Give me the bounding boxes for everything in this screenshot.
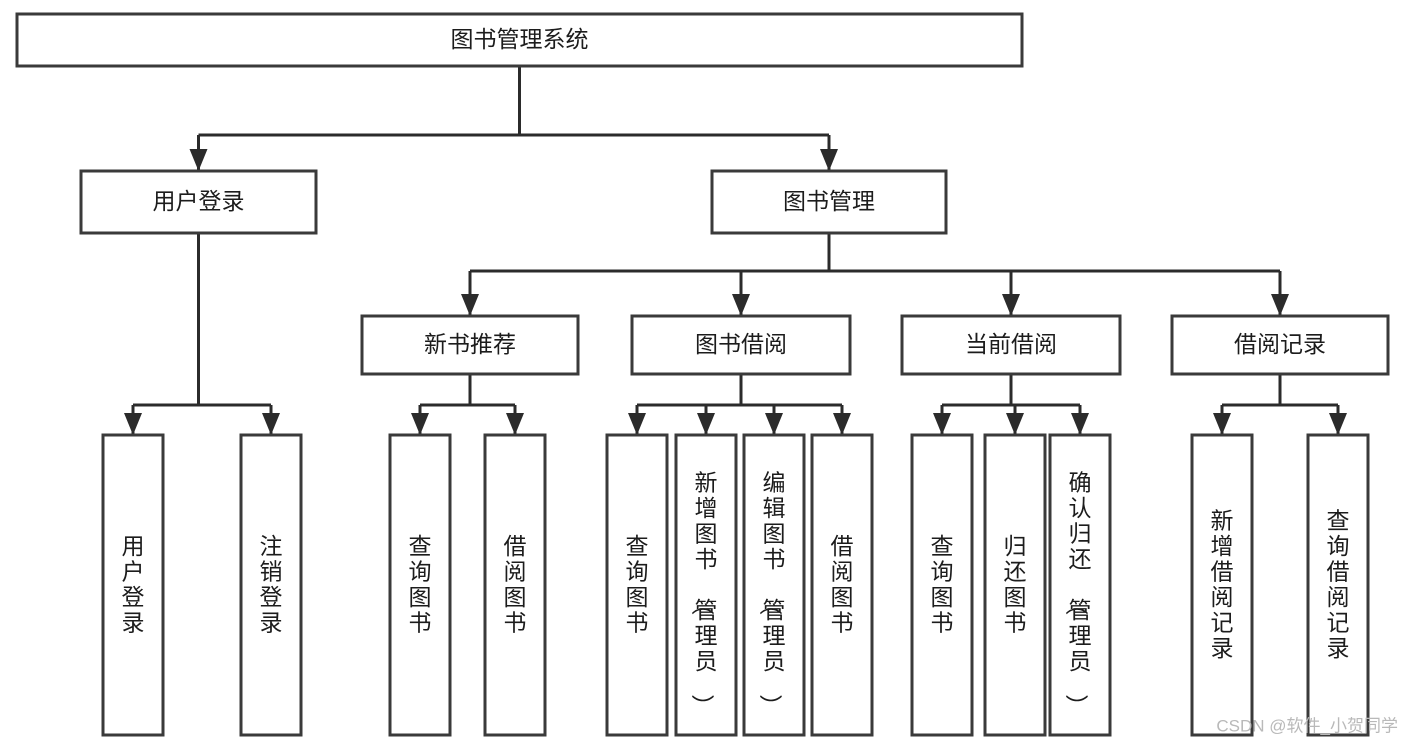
node-box-new-book-recommend [360,314,580,376]
node-label-user-login: 用户登录 [153,188,245,214]
arrow-head-icon [933,413,951,435]
arrow-head-icon [628,413,646,435]
csdn-watermark: CSDN @软件_小贺同学 [1216,716,1398,735]
node-leaf-query-book-current[interactable]: 查询图书 [910,433,974,737]
node-label-leaf-confirm-return-admin: 确认归还（管理员） [1064,469,1092,717]
node-box-book-borrow [630,314,852,376]
node-box-leaf-user-login [101,433,165,737]
arrow-head-icon [820,149,838,171]
node-borrow-record[interactable]: 借阅记录 [1170,314,1390,376]
node-box-leaf-query-book-current [910,433,974,737]
node-label-current-borrow: 当前借阅 [965,331,1057,357]
node-leaf-query-book-recommend[interactable]: 查询图书 [388,433,452,737]
node-box-borrow-record [1170,314,1390,376]
node-box-root [15,12,1024,68]
node-label-book-borrow: 图书借阅 [695,331,787,357]
arrow-head-icon [189,149,208,171]
node-leaf-borrow-book[interactable]: 借阅图书 [810,433,874,737]
arrow-head-icon [1271,294,1289,316]
arrow-head-icon [262,413,280,435]
node-box-leaf-edit-book-admin [742,433,806,737]
node-label-leaf-return-book: 归还图书 [1004,533,1027,636]
arrow-head-icon [765,413,783,435]
node-leaf-return-book[interactable]: 归还图书 [983,433,1047,737]
node-leaf-edit-book-admin[interactable]: 编辑图书（管理员） [742,433,806,737]
node-label-leaf-user-login: 用户登录 [122,533,145,636]
node-label-borrow-record: 借阅记录 [1234,331,1326,357]
arrow-head-icon [833,413,851,435]
node-label-leaf-query-borrow-record: 查询借阅记录 [1327,508,1350,662]
node-label-leaf-logout: 注销登录 [260,533,283,636]
node-box-user-login [79,169,318,235]
node-label-book-management: 图书管理 [783,188,875,214]
node-label-leaf-add-borrow-record: 新增借阅记录 [1211,508,1234,662]
arrow-head-icon [1002,294,1020,316]
node-book-management[interactable]: 图书管理 [710,169,948,235]
node-leaf-logout[interactable]: 注销登录 [239,433,303,737]
node-label-leaf-query-book-current: 查询图书 [931,533,954,636]
node-box-book-management [710,169,948,235]
node-label-root: 图书管理系统 [451,26,589,52]
node-new-book-recommend[interactable]: 新书推荐 [360,314,580,376]
node-label-leaf-borrow-book: 借阅图书 [831,533,854,636]
arrow-head-icon [1213,413,1231,435]
node-box-leaf-borrow-book-recommend [483,433,547,737]
arrow-head-icon [697,413,715,435]
node-label-leaf-query-book-recommend: 查询图书 [409,533,432,636]
node-box-leaf-add-book-admin [674,433,738,737]
node-box-leaf-logout [239,433,303,737]
node-label-leaf-query-book-borrow: 查询图书 [626,533,649,636]
node-label-leaf-add-book-admin: 新增图书（管理员） [690,469,718,717]
node-leaf-user-login[interactable]: 用户登录 [101,433,165,737]
node-leaf-query-borrow-record[interactable]: 查询借阅记录 [1306,433,1370,737]
node-leaf-add-book-admin[interactable]: 新增图书（管理员） [674,433,738,737]
arrow-head-icon [732,294,750,316]
arrow-head-icon [411,413,429,435]
node-leaf-add-borrow-record[interactable]: 新增借阅记录 [1190,433,1254,737]
connector-layer [124,66,1347,435]
arrow-head-icon [124,413,142,435]
node-leaf-query-book-borrow[interactable]: 查询图书 [605,433,669,737]
node-root[interactable]: 图书管理系统 [15,12,1024,68]
node-book-borrow[interactable]: 图书借阅 [630,314,852,376]
node-box-leaf-confirm-return-admin [1048,433,1112,737]
arrow-head-icon [1329,413,1347,435]
node-layer: 图书管理系统用户登录图书管理新书推荐图书借阅当前借阅借阅记录用户登录注销登录查询… [15,12,1390,737]
node-label-leaf-borrow-book-recommend: 借阅图书 [504,533,527,636]
node-box-leaf-return-book [983,433,1047,737]
node-box-leaf-query-book-recommend [388,433,452,737]
arrow-head-icon [461,294,479,316]
node-box-current-borrow [900,314,1122,376]
arrow-head-icon [506,413,524,435]
node-box-leaf-add-borrow-record [1190,433,1254,737]
node-box-leaf-query-book-borrow [605,433,669,737]
node-label-leaf-edit-book-admin: 编辑图书（管理员） [758,469,786,717]
arrow-head-icon [1071,413,1089,435]
node-current-borrow[interactable]: 当前借阅 [900,314,1122,376]
node-box-leaf-query-borrow-record [1306,433,1370,737]
node-label-new-book-recommend: 新书推荐 [424,331,516,357]
node-leaf-confirm-return-admin[interactable]: 确认归还（管理员） [1048,433,1112,737]
node-box-leaf-borrow-book [810,433,874,737]
node-user-login[interactable]: 用户登录 [79,169,318,235]
arrow-head-icon [1006,413,1024,435]
node-leaf-borrow-book-recommend[interactable]: 借阅图书 [483,433,547,737]
